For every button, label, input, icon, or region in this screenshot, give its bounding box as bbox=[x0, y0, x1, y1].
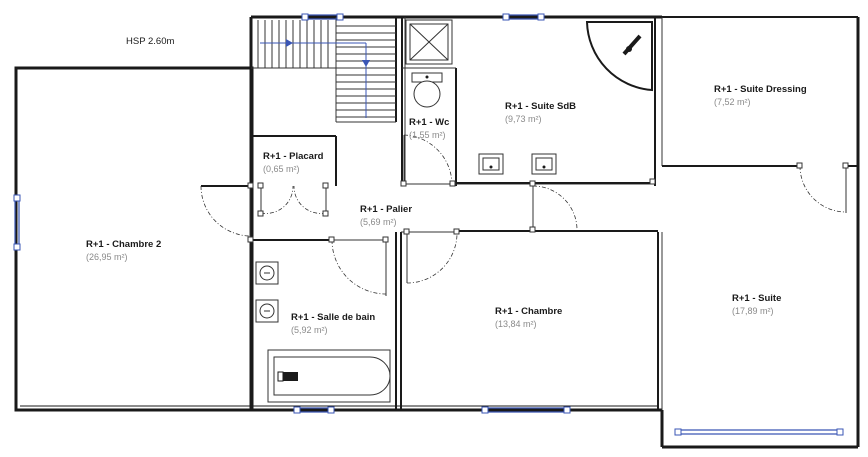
stair-arrow-right-icon bbox=[286, 39, 293, 47]
room-area-suite: (17,89 m²) bbox=[732, 306, 774, 316]
room-area-wc: (1,55 m²) bbox=[409, 130, 446, 140]
room-name-suite: R+1 - Suite bbox=[732, 293, 781, 304]
staircase bbox=[257, 20, 396, 118]
room-name-suite-dressing: R+1 - Suite Dressing bbox=[714, 84, 807, 95]
ceiling-height-label: HSP 2.60m bbox=[126, 36, 174, 47]
room-area-placard: (0,65 m²) bbox=[263, 164, 300, 174]
room-name-wc: R+1 - Wc bbox=[409, 117, 449, 128]
room-area-chambre: (13,84 m²) bbox=[495, 319, 537, 329]
doors bbox=[200, 134, 849, 296]
fixtures bbox=[255, 19, 653, 403]
windows bbox=[13, 13, 844, 436]
room-name-salle-de-bain: R+1 - Salle de bain bbox=[291, 312, 375, 323]
room-name-palier: R+1 - Palier bbox=[360, 204, 412, 215]
stair-arrow-down-icon bbox=[362, 60, 370, 67]
room-area-suite-sdb: (9,73 m²) bbox=[505, 114, 542, 124]
room-area-salle-de-bain: (5,92 m²) bbox=[291, 325, 328, 335]
room-area-palier: (5,69 m²) bbox=[360, 217, 397, 227]
room-name-chambre2: R+1 - Chambre 2 bbox=[86, 239, 161, 250]
corner-shower-icon bbox=[585, 21, 653, 92]
interior-walls bbox=[201, 17, 858, 410]
labels: HSP 2.60m R+1 - Chambre 2 (26,95 m²) R+1… bbox=[86, 36, 807, 335]
room-name-placard: R+1 - Placard bbox=[263, 151, 324, 162]
room-area-suite-dressing: (7,52 m²) bbox=[714, 97, 751, 107]
outer-walls bbox=[14, 15, 860, 449]
room-name-chambre: R+1 - Chambre bbox=[495, 306, 562, 317]
room-name-suite-sdb: R+1 - Suite SdB bbox=[505, 101, 576, 112]
room-area-chambre2: (26,95 m²) bbox=[86, 252, 128, 262]
